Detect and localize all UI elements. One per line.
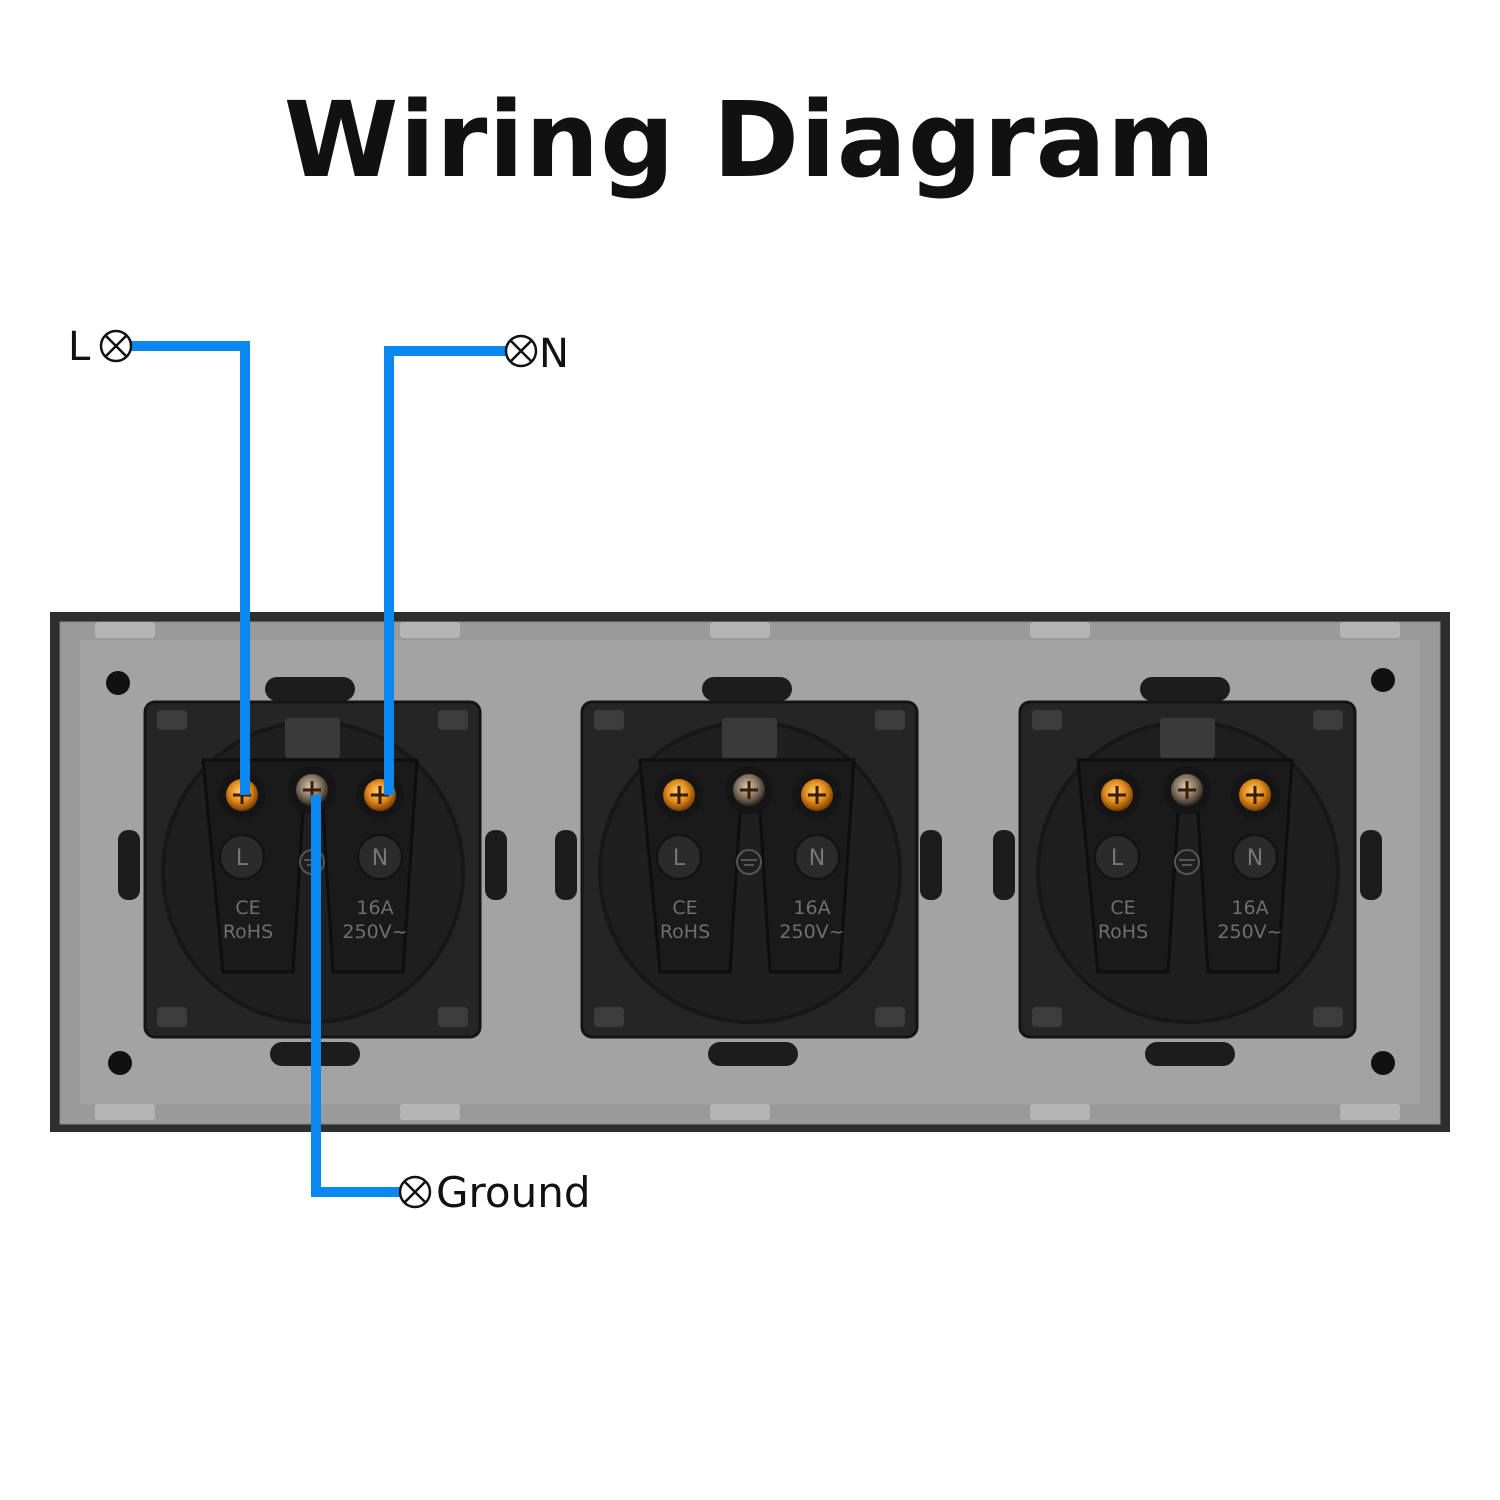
screw-live-icon <box>655 771 703 819</box>
terminal-ground: Ground <box>398 1168 591 1217</box>
ground-symbol-icon <box>736 849 762 875</box>
rating-voltage-label: 250V~ <box>342 921 407 943</box>
terminal-symbol-icon <box>504 334 538 368</box>
cert-rohs-label: RoHS <box>1098 921 1148 943</box>
ground-symbol-icon <box>1174 849 1200 875</box>
wire-ground <box>311 795 400 1197</box>
mount-hole <box>108 1051 132 1075</box>
cert-ce-label: CE <box>235 897 260 919</box>
screw-neutral-icon <box>793 771 841 819</box>
wires <box>131 341 506 1197</box>
mount-hole <box>106 671 130 695</box>
cert-rohs-label: RoHS <box>660 921 710 943</box>
cert-ce-label: CE <box>672 897 697 919</box>
rating-voltage-label: 250V~ <box>779 921 844 943</box>
socket-live-label: L <box>673 846 686 871</box>
cert-rohs-label: RoHS <box>223 921 273 943</box>
terminal-symbol-icon <box>99 329 133 363</box>
rating-current-label: 16A <box>793 897 830 919</box>
socket-live-label: L <box>236 846 249 871</box>
rating-voltage-label: 250V~ <box>1217 921 1282 943</box>
screw-ground-icon <box>1163 766 1211 814</box>
page-title: Wiring Diagram <box>283 79 1217 201</box>
terminal-label-ground: Ground <box>436 1168 591 1217</box>
wire-live <box>131 341 250 795</box>
terminal-symbol-icon <box>398 1175 432 1209</box>
rating-current-label: 16A <box>356 897 393 919</box>
screw-live-icon <box>1093 771 1141 819</box>
screw-ground-icon <box>725 766 773 814</box>
terminal-live: L <box>68 324 133 370</box>
socket-neutral-label: N <box>372 846 388 871</box>
socket-live-label: L <box>1111 846 1124 871</box>
mount-hole <box>1371 668 1395 692</box>
socket-neutral-label: N <box>809 846 825 871</box>
socket-neutral-label: N <box>1247 846 1263 871</box>
terminal-neutral: N <box>504 331 569 377</box>
screw-neutral-icon <box>1231 771 1279 819</box>
wire-neutral <box>384 346 506 795</box>
cert-ce-label: CE <box>1110 897 1135 919</box>
rating-current-label: 16A <box>1231 897 1268 919</box>
mount-hole <box>1371 1051 1395 1075</box>
terminal-label-live: L <box>68 324 91 370</box>
terminal-label-neutral: N <box>539 331 569 377</box>
screw-neutral-icon <box>356 771 404 819</box>
